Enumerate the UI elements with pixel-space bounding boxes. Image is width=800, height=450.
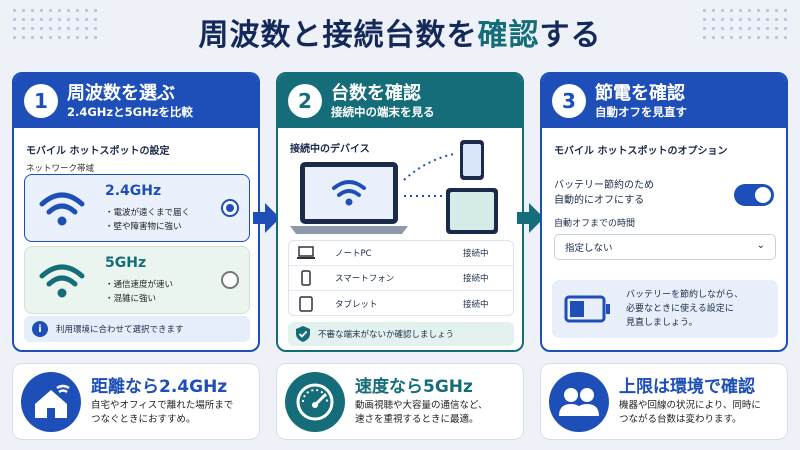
battery-icon bbox=[564, 295, 610, 323]
timeout-label: 自動オフまでの時間 bbox=[554, 219, 636, 229]
option-point: ・混雑に強い bbox=[105, 294, 157, 304]
device-name: タブレット bbox=[335, 299, 378, 310]
step-card-power: 3 節電を確認 自動オフを見直す モバイル ホットスポットのオプション バッテリ… bbox=[540, 72, 788, 352]
tip-desc-line: つなぐときにおすすめ。 bbox=[91, 414, 196, 425]
title-text-1: 周波数と接続台数を bbox=[198, 18, 478, 53]
option-5ghz[interactable]: 5GHz ・通信速度が速い ・混雑に強い bbox=[24, 246, 250, 314]
toggle-label-line: バッテリー節約のため bbox=[554, 180, 654, 191]
shield-check-icon bbox=[296, 326, 310, 342]
title-highlight: 確認 bbox=[477, 18, 540, 53]
tip-card-speed: 速度なら5GHz 動画視聴や大容量の通信など、 速さを重視するときに最適。 bbox=[276, 363, 524, 440]
device-row[interactable]: ノートPC 接続中 bbox=[289, 241, 513, 266]
step-header: 1 周波数を選ぶ 2.4GHzと5GHzを比較 bbox=[14, 74, 258, 128]
battery-tip-line: 必要なときに使える設定に bbox=[626, 304, 734, 314]
auto-off-toggle[interactable] bbox=[734, 184, 774, 206]
option-label: 2.4GHz bbox=[105, 183, 162, 199]
tip-title: 速度なら5GHz bbox=[355, 377, 473, 397]
toggle-label-line: 自動的にオフにする bbox=[554, 195, 645, 206]
decorative-dots-left bbox=[10, 6, 100, 44]
step-header: 3 節電を確認 自動オフを見直す bbox=[542, 74, 786, 128]
tip-desc: 自宅やオフィスで離れた場所まで つなぐときにおすすめ。 bbox=[91, 399, 257, 427]
tablet-icon bbox=[297, 295, 315, 312]
option-point: ・通信速度が速い bbox=[105, 280, 174, 290]
option-24ghz[interactable]: 2.4GHz ・電波が遠くまで届く ・壁や障害物に強い bbox=[24, 174, 250, 242]
battery-tip-line: バッテリーを節約しながら、 bbox=[626, 290, 744, 300]
step-subtitle: 接続中の端末を見る bbox=[331, 104, 435, 119]
chevron-down-icon: ⌄ bbox=[756, 240, 765, 251]
step-number: 1 bbox=[24, 84, 58, 118]
battery-tip-text: バッテリーを節約しながら、 必要なときに使える設定に 見直しましょう。 bbox=[626, 288, 743, 330]
speedometer-icon bbox=[285, 372, 345, 432]
tablet-icon bbox=[446, 188, 498, 234]
options-section-title: モバイル ホットスポットのオプション bbox=[554, 146, 728, 157]
option-point: ・電波が遠くまで届く bbox=[105, 208, 191, 218]
step-subtitle: 自動オフを見直す bbox=[595, 104, 687, 119]
device-list: ノートPC 接続中 スマートフォン 接続中 タブレット 接続中 bbox=[288, 240, 514, 316]
laptop-icon bbox=[297, 245, 315, 261]
info-icon: i bbox=[32, 321, 48, 337]
tip-desc: 機器や回線の状況により、同時に つながる台数は変わります。 bbox=[619, 399, 785, 427]
devices-illustration bbox=[290, 140, 498, 234]
tip-desc-line: つながる台数は変わります。 bbox=[619, 414, 742, 425]
tip-desc-line: 機器や回線の状況により、同時に bbox=[619, 400, 761, 411]
step-header: 2 台数を確認 接続中の端末を見る bbox=[278, 74, 522, 128]
step-card-frequency: 1 周波数を選ぶ 2.4GHzと5GHzを比較 モバイル ホットスポットの設定 … bbox=[12, 72, 260, 352]
info-note: i 利用環境に合わせて選択できます bbox=[24, 316, 250, 342]
device-status: 接続中 bbox=[463, 299, 489, 310]
device-name: ノートPC bbox=[335, 249, 372, 259]
step-title: 周波数を選ぶ bbox=[67, 82, 175, 104]
security-note: 不審な端末がないか確認しましょう bbox=[288, 322, 514, 346]
info-text: 利用環境に合わせて選択できます bbox=[56, 325, 184, 335]
tip-desc-line: 速さを重視するときに最適。 bbox=[355, 414, 479, 425]
title-text-2: する bbox=[539, 18, 602, 53]
laptop-icon bbox=[290, 162, 408, 234]
device-status: 接続中 bbox=[463, 274, 489, 284]
step-title: 節電を確認 bbox=[595, 82, 685, 104]
device-status: 接続中 bbox=[463, 249, 489, 259]
radio-5ghz[interactable] bbox=[221, 271, 239, 289]
device-name: スマートフォン bbox=[335, 274, 395, 284]
band-label: ネットワーク帯域 bbox=[26, 164, 95, 174]
timeout-select[interactable]: 指定しない ⌄ bbox=[554, 234, 776, 260]
step-number: 3 bbox=[552, 84, 586, 118]
arrow-right-icon bbox=[517, 203, 544, 233]
smartphone-icon bbox=[460, 140, 484, 180]
option-point: ・壁や障害物に強い bbox=[105, 222, 182, 232]
tip-desc-line: 動画視聴や大容量の通信など、 bbox=[355, 400, 488, 411]
tip-card-limit: 上限は環境で確認 機器や回線の状況により、同時に つながる台数は変わります。 bbox=[540, 363, 788, 440]
decorative-dots-right bbox=[700, 6, 790, 44]
device-row[interactable]: スマートフォン 接続中 bbox=[289, 266, 513, 291]
users-icon bbox=[549, 372, 609, 432]
device-row[interactable]: タブレット 接続中 bbox=[289, 291, 513, 316]
battery-tip: バッテリーを節約しながら、 必要なときに使える設定に 見直しましょう。 bbox=[552, 280, 778, 338]
step-title: 台数を確認 bbox=[331, 82, 421, 104]
option-label: 5GHz bbox=[105, 255, 147, 271]
step-subtitle: 2.4GHzと5GHzを比較 bbox=[67, 104, 193, 119]
wifi-icon bbox=[39, 192, 85, 226]
page-title: 周波数と接続台数を確認する bbox=[0, 10, 800, 54]
timeout-value: 指定しない bbox=[565, 243, 613, 254]
tip-card-distance: 距離なら2.4GHz 自宅やオフィスで離れた場所まで つなぐときにおすすめ。 bbox=[12, 363, 260, 440]
tip-desc-line: 自宅やオフィスで離れた場所まで bbox=[91, 400, 234, 411]
radio-24ghz[interactable] bbox=[221, 199, 239, 217]
tip-title: 距離なら2.4GHz bbox=[91, 377, 228, 397]
step-number: 2 bbox=[288, 84, 322, 118]
devices-section-title: 接続中のデバイス bbox=[290, 144, 370, 155]
smartphone-icon bbox=[297, 270, 315, 286]
tip-title: 上限は環境で確認 bbox=[619, 377, 755, 397]
settings-section-title: モバイル ホットスポットの設定 bbox=[26, 146, 170, 157]
step-card-devices: 2 台数を確認 接続中の端末を見る 接続中のデバイス bbox=[276, 72, 524, 352]
security-note-text: 不審な端末がないか確認しましょう bbox=[318, 330, 455, 340]
auto-off-toggle-label: バッテリー節約のため 自動的にオフにする bbox=[554, 178, 654, 208]
arrow-right-icon bbox=[253, 203, 280, 233]
wifi-icon bbox=[39, 264, 85, 298]
house-wifi-icon bbox=[21, 372, 81, 432]
battery-tip-line: 見直しましょう。 bbox=[626, 318, 698, 328]
tip-desc: 動画視聴や大容量の通信など、 速さを重視するときに最適。 bbox=[355, 399, 521, 427]
